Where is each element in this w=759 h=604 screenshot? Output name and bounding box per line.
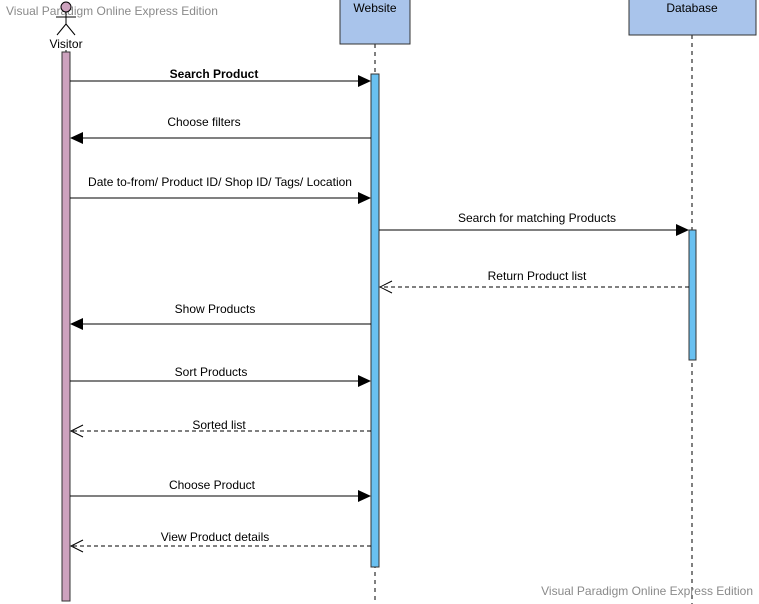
message-label: Date to-from/ Product ID/ Shop ID/ Tags/… bbox=[88, 175, 352, 189]
message-label: Search Product bbox=[170, 67, 259, 81]
message-sort-products: Sort Products bbox=[70, 365, 371, 387]
message-label: Choose filters bbox=[167, 115, 240, 129]
message-label: Show Products bbox=[175, 302, 256, 316]
message-view-product-details: View Product details bbox=[69, 530, 371, 553]
database-label: Database bbox=[666, 1, 718, 15]
message-choose-product: Choose Product bbox=[70, 478, 371, 502]
website-lifeline-box bbox=[339, 0, 411, 45]
visitor-activation-bar bbox=[61, 51, 71, 602]
watermark-bottom: Visual Paradigm Online Express Edition bbox=[541, 584, 753, 598]
message-choose-filters: Choose filters bbox=[70, 115, 371, 144]
message-sorted-list: Sorted list bbox=[69, 418, 371, 438]
message-filter-criteria: Date to-from/ Product ID/ Shop ID/ Tags/… bbox=[70, 175, 371, 204]
message-show-products: Show Products bbox=[70, 302, 371, 330]
message-label: Search for matching Products bbox=[458, 211, 616, 225]
visitor-actor-icon bbox=[56, 1, 76, 36]
database-activation-bar bbox=[688, 229, 697, 361]
message-label: View Product details bbox=[161, 530, 270, 544]
website-activation-bar bbox=[370, 73, 380, 568]
visitor-label: Visitor bbox=[49, 37, 82, 51]
website-label: Website bbox=[353, 1, 396, 15]
message-label: Sort Products bbox=[175, 365, 248, 379]
message-label: Choose Product bbox=[169, 478, 256, 492]
message-search-matching-products: Search for matching Products bbox=[379, 211, 689, 236]
database-lifeline-box bbox=[628, 0, 757, 36]
message-label: Return Product list bbox=[488, 269, 587, 283]
message-return-product-list: Return Product list bbox=[378, 269, 689, 294]
message-label: Sorted list bbox=[192, 418, 246, 432]
message-search-product: Search Product bbox=[70, 67, 371, 87]
watermark-top: Visual Paradigm Online Express Edition bbox=[6, 4, 218, 18]
